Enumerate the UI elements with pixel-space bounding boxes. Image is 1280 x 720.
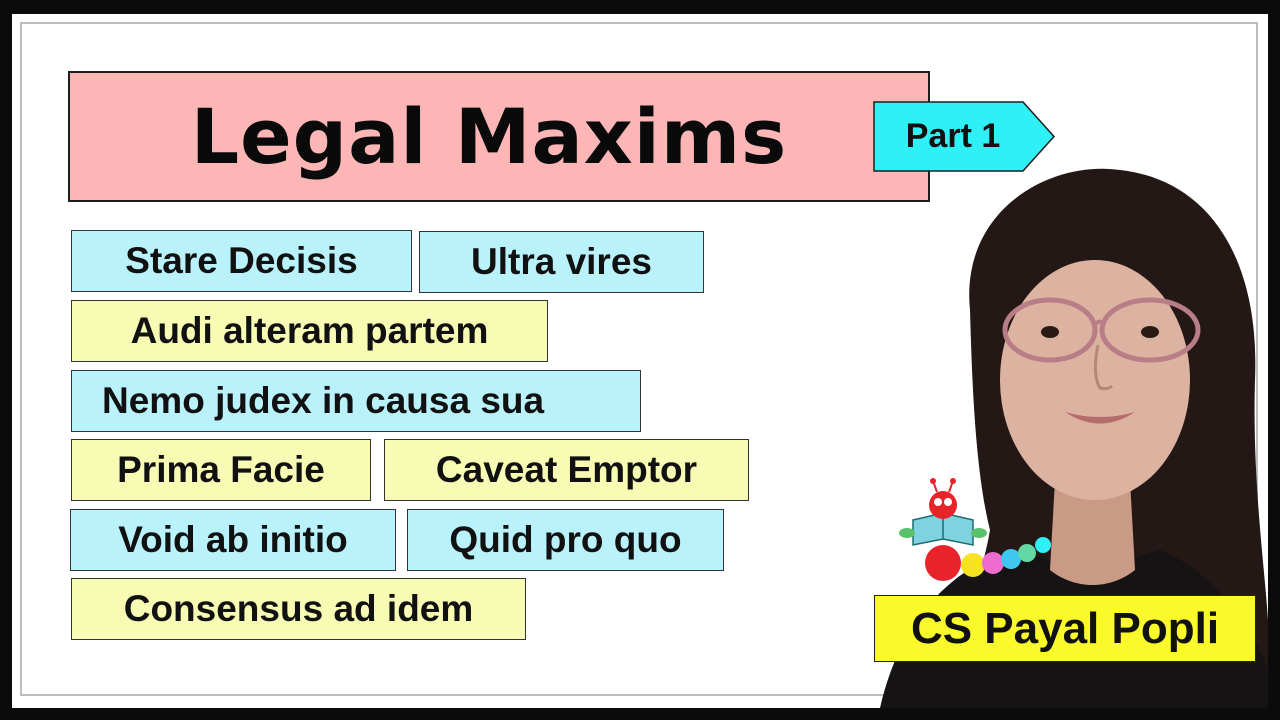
maxim-label: Quid pro quo <box>449 519 682 560</box>
maxim-label: Stare Decisis <box>125 240 358 281</box>
title-banner: Legal Maxims <box>68 71 930 202</box>
maxim-stare-decisis: Stare Decisis <box>71 230 412 292</box>
maxim-label: Ultra vires <box>471 241 652 282</box>
maxim-label: Consensus ad idem <box>123 588 474 629</box>
caterpillar-reading-book-icon <box>899 478 1051 581</box>
maxim-label: Prima Facie <box>117 449 325 490</box>
maxim-label: Caveat Emptor <box>435 449 698 490</box>
maxim-audi-alteram-partem: Audi alteram partem <box>71 300 548 362</box>
part-label: Part 1 <box>905 117 1001 155</box>
maxim-nemo-judex: Nemo judex in causa sua <box>71 370 641 432</box>
maxim-quid-pro-quo: Quid pro quo <box>407 509 724 571</box>
part-tag: Part 1 <box>873 101 1055 172</box>
page-title: Legal Maxims <box>190 92 788 181</box>
maxim-label: Audi alteram partem <box>130 310 489 351</box>
presenter-name-badge: CS Payal Popli <box>874 595 1256 662</box>
maxim-label: Void ab initio <box>118 519 348 560</box>
maxim-caveat-emptor: Caveat Emptor <box>384 439 749 501</box>
maxim-consensus-ad-idem: Consensus ad idem <box>71 578 526 640</box>
mascot-caterpillar <box>893 475 1063 590</box>
maxim-ultra-vires: Ultra vires <box>419 231 704 293</box>
presenter-name: CS Payal Popli <box>910 603 1220 653</box>
maxim-prima-facie: Prima Facie <box>71 439 371 501</box>
maxim-void-ab-initio: Void ab initio <box>70 509 396 571</box>
maxim-label: Nemo judex in causa sua <box>102 380 545 421</box>
arrow-tag-icon <box>873 101 1055 172</box>
